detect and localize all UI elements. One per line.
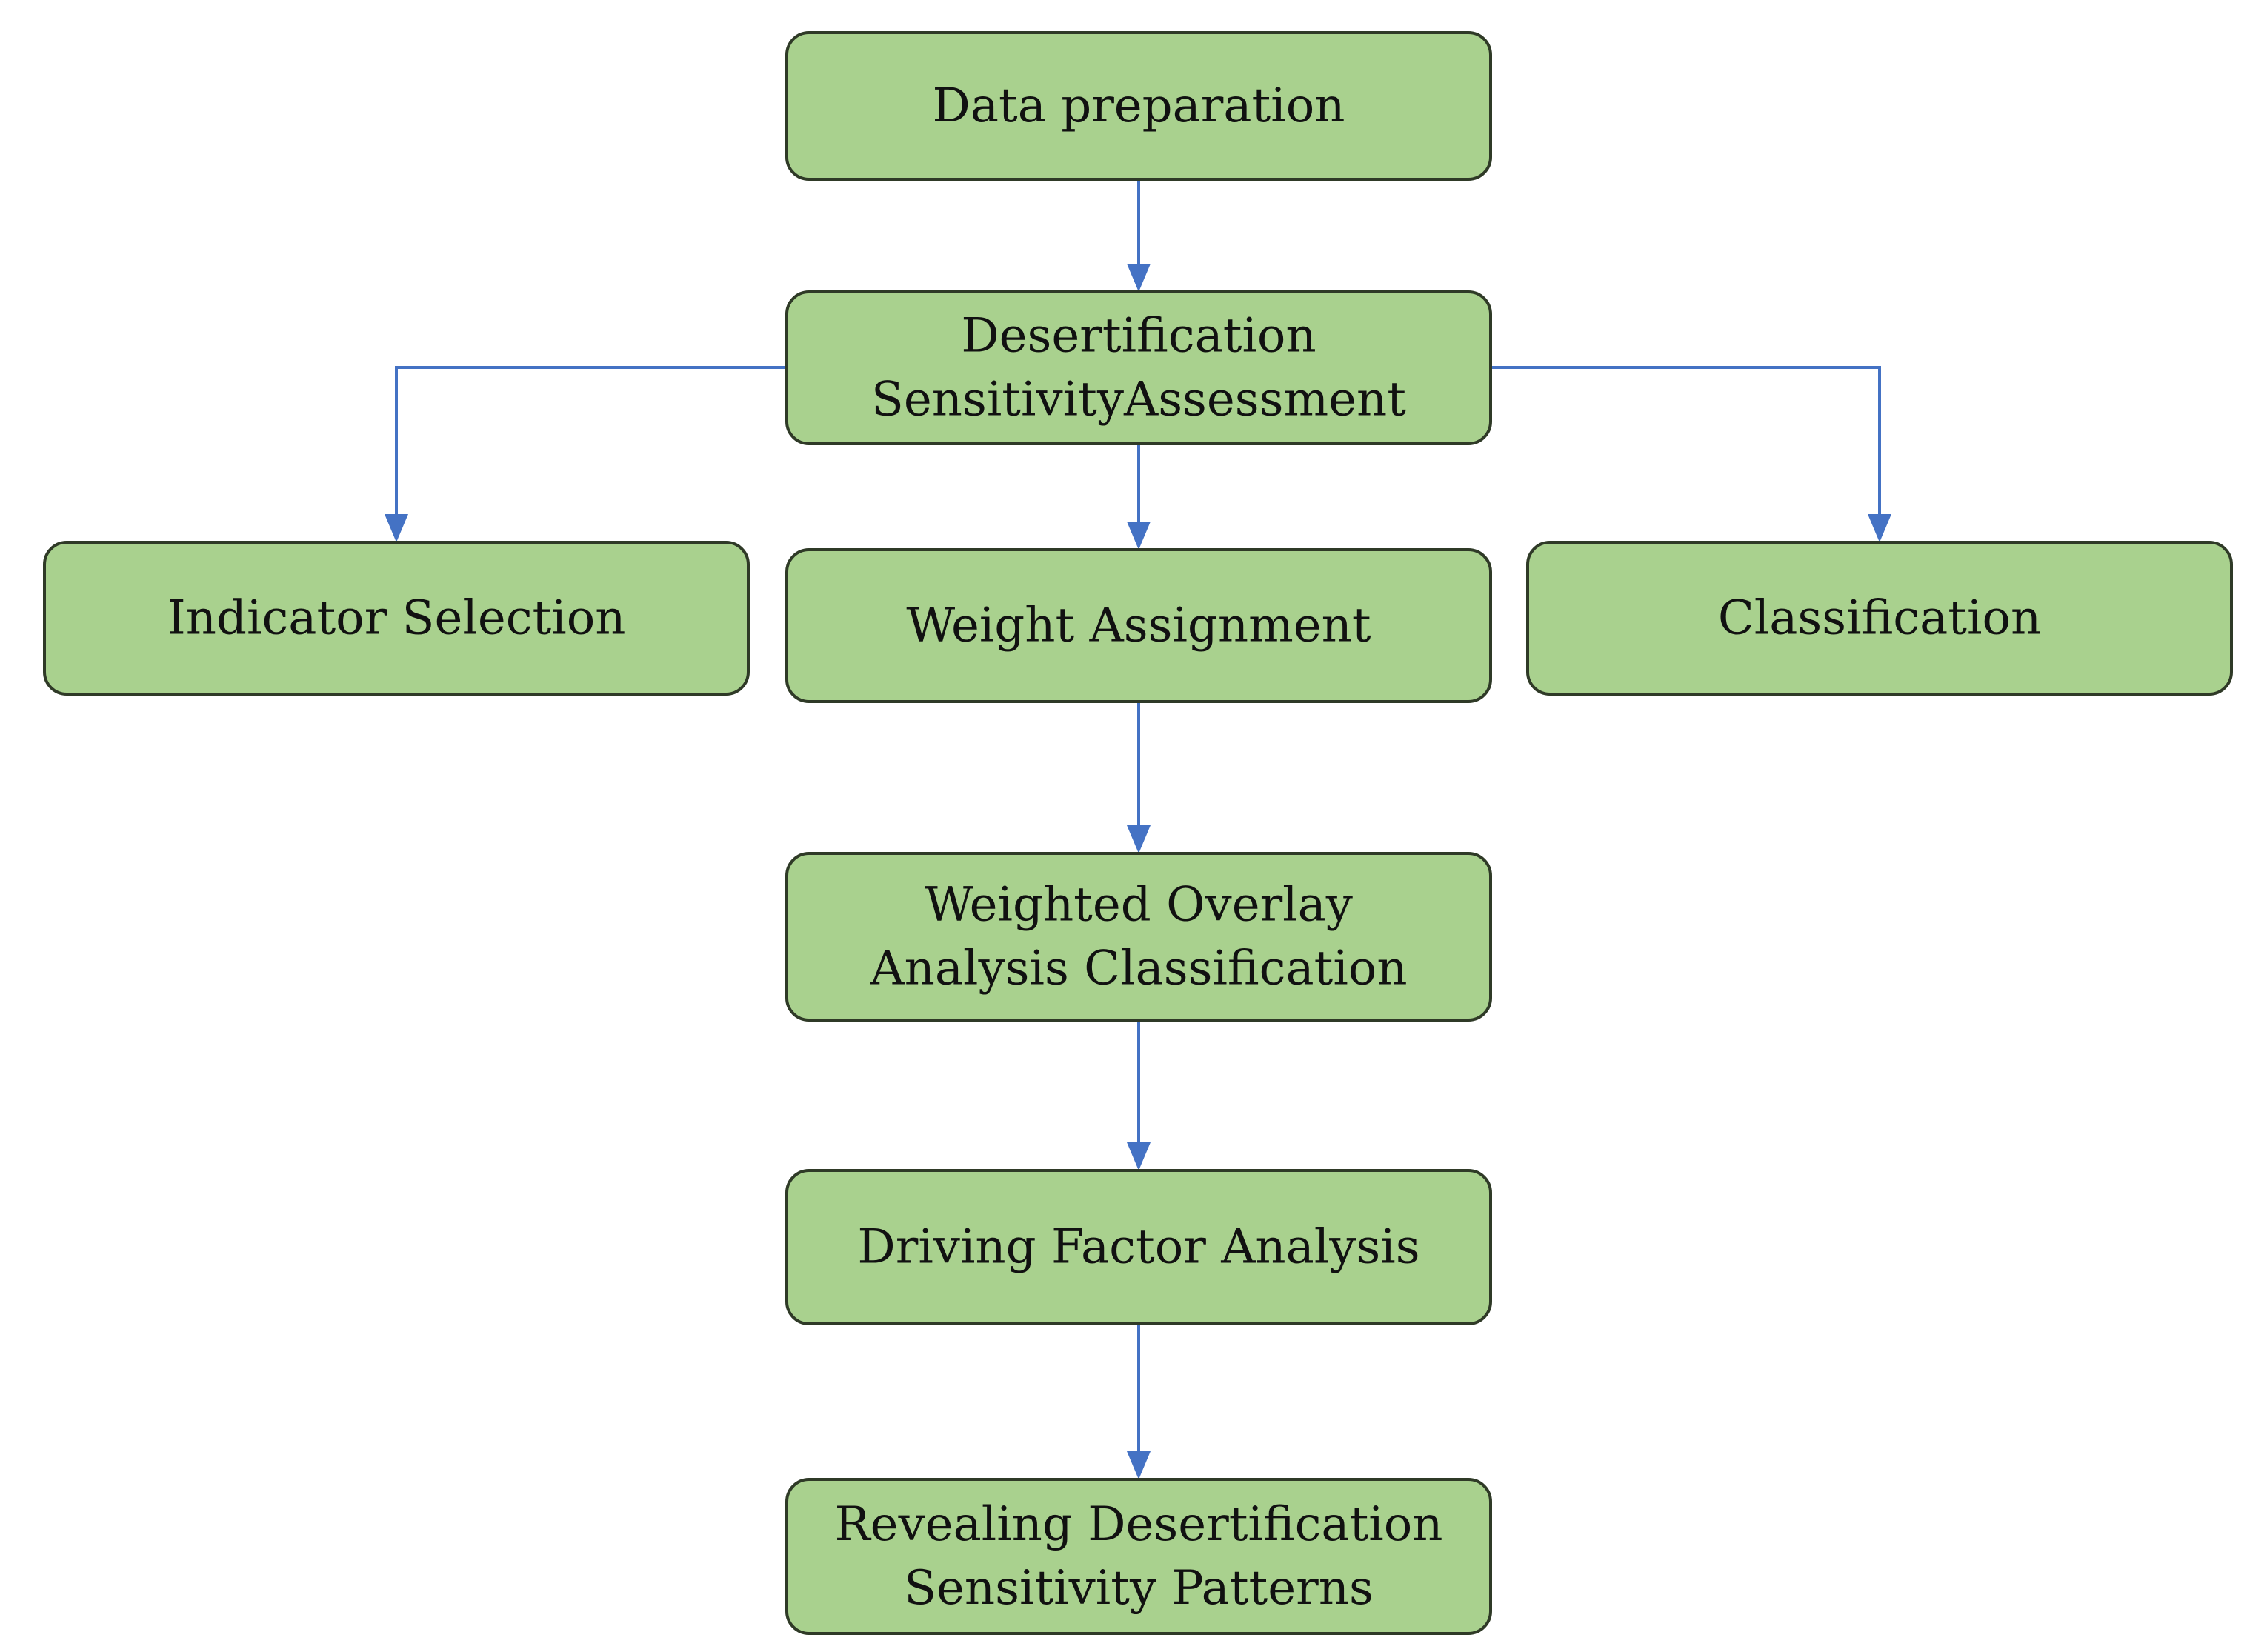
arrowhead-icon bbox=[1868, 514, 1891, 542]
node-label-line: Weight Assignment bbox=[906, 599, 1371, 653]
connector-data-preparation-to-desertification-sensitivity-assessment bbox=[1127, 179, 1151, 292]
connector-line bbox=[1491, 366, 1881, 530]
node-box bbox=[1526, 541, 2233, 696]
node-box bbox=[785, 852, 1492, 1022]
node-classification: Classification bbox=[1526, 541, 2233, 696]
node-box bbox=[785, 548, 1492, 703]
node-label-line: Revealing Desertification bbox=[834, 1497, 1442, 1552]
node-label-line: Classification bbox=[1718, 591, 2041, 646]
node-weight-assignment: Weight Assignment bbox=[785, 548, 1492, 703]
arrowhead-icon bbox=[1127, 825, 1151, 853]
node-box bbox=[785, 1169, 1492, 1325]
connector-line bbox=[395, 366, 787, 530]
connector-desertification-sensitivity-assessment-to-weight-assignment bbox=[1127, 444, 1151, 550]
nodes-layer: Data preparationDesertificationSensitivi… bbox=[43, 31, 2233, 1635]
arrowhead-icon bbox=[385, 514, 408, 542]
node-label-line: Driving Factor Analysis bbox=[857, 1220, 1419, 1275]
arrowhead-icon bbox=[1127, 264, 1151, 292]
arrowhead-icon bbox=[1127, 1451, 1151, 1479]
connector-weighted-overlay-analysis-classification-to-driving-factor-analysis bbox=[1127, 1020, 1151, 1170]
node-label-line: Indicator Selection bbox=[167, 591, 626, 646]
node-label-line: Weighted Overlay bbox=[925, 878, 1353, 933]
node-label-line: Analysis Classification bbox=[869, 942, 1407, 996]
node-driving-factor-analysis: Driving Factor Analysis bbox=[785, 1169, 1492, 1325]
node-box bbox=[785, 290, 1492, 445]
node-label-line: Data preparation bbox=[933, 79, 1345, 133]
connector-desertification-sensitivity-assessment-to-classification bbox=[1491, 366, 1891, 542]
connector-weight-assignment-to-weighted-overlay-analysis-classification bbox=[1127, 702, 1151, 853]
node-indicator-selection: Indicator Selection bbox=[43, 541, 750, 696]
arrowhead-icon bbox=[1127, 522, 1151, 550]
node-box bbox=[785, 31, 1492, 181]
node-data-preparation: Data preparation bbox=[785, 31, 1492, 181]
node-label-line: Desertification bbox=[961, 309, 1316, 364]
connector-driving-factor-analysis-to-revealing-desertification-sensitivity-patterns bbox=[1127, 1324, 1151, 1479]
connector-desertification-sensitivity-assessment-to-indicator-selection bbox=[385, 366, 787, 542]
node-box bbox=[785, 1478, 1492, 1635]
arrowhead-icon bbox=[1127, 1142, 1151, 1170]
connectors-layer bbox=[385, 179, 1891, 1479]
node-label-line: SensitivityAssessment bbox=[871, 373, 1406, 427]
node-box bbox=[43, 541, 750, 696]
node-label-line: Sensitivity Patterns bbox=[904, 1561, 1374, 1616]
